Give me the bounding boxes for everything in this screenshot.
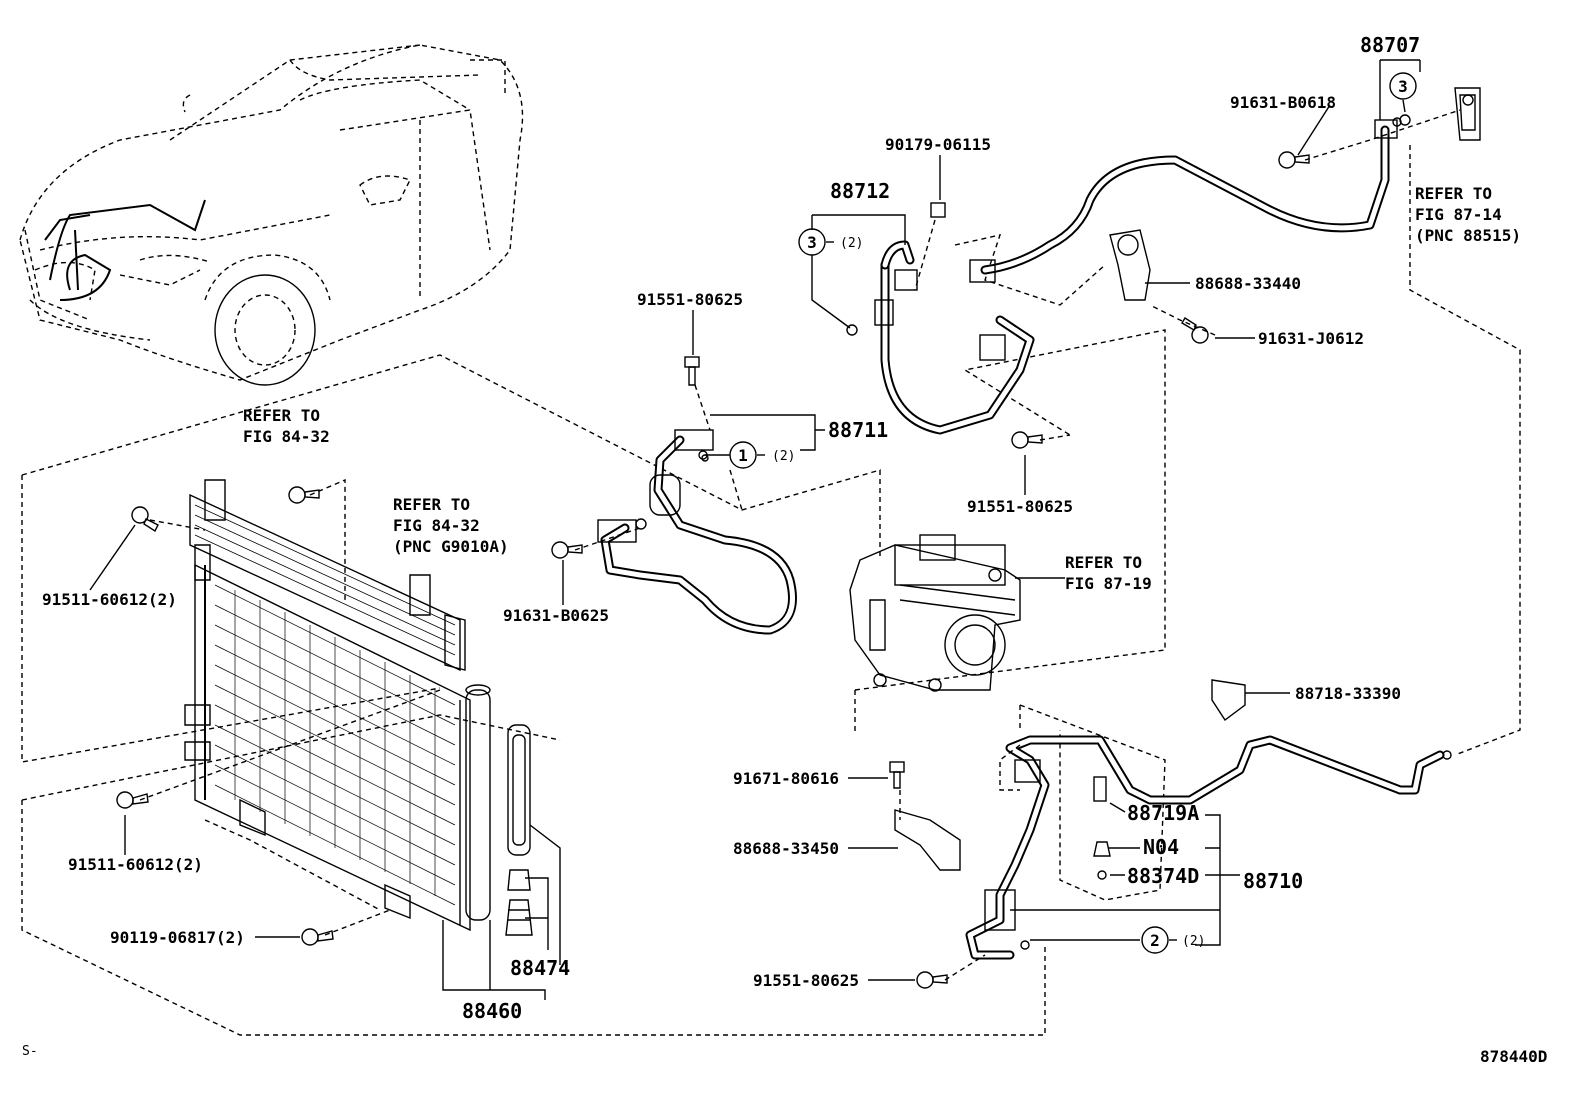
svg-text:(PNC 88515): (PNC 88515) <box>1415 226 1521 245</box>
svg-text:(2): (2) <box>1182 934 1205 949</box>
label-91511-60612-upper: 91511-60612(2) <box>42 590 177 609</box>
diagram-code: 878440D <box>1480 1047 1547 1066</box>
svg-text:(2): (2) <box>840 236 863 251</box>
bracket-88688-33450 <box>894 809 961 871</box>
svg-text:FIG 84-32: FIG 84-32 <box>393 516 480 535</box>
svg-text:REFER TO: REFER TO <box>1065 553 1142 572</box>
dryer-88474 <box>505 724 533 936</box>
callout-1: 1 (2) <box>729 441 795 469</box>
svg-text:3: 3 <box>807 233 817 252</box>
refer-to-87-14: REFER TO FIG 87-14 (PNC 88515) <box>1415 184 1521 245</box>
svg-text:3: 3 <box>1398 77 1408 96</box>
label-88718-33390: 88718-33390 <box>1295 684 1401 703</box>
compressor <box>849 534 1021 692</box>
group-enclosure-lines <box>21 145 1521 1036</box>
clamp-88718 <box>1211 679 1246 722</box>
refer-to-87-19: REFER TO FIG 87-19 <box>1065 553 1152 593</box>
svg-text:REFER TO: REFER TO <box>393 495 470 514</box>
callout-2: 2 (2) <box>1141 926 1205 954</box>
label-88688-33440: 88688-33440 <box>1195 274 1301 293</box>
vehicle-ac-piping <box>44 199 206 301</box>
label-88474: 88474 <box>510 956 570 980</box>
label-90119-06817: 90119-06817(2) <box>110 928 245 947</box>
condenser-88460 <box>184 544 491 932</box>
label-91631-B0618: 91631-B0618 <box>1230 93 1336 112</box>
svg-text:1: 1 <box>738 446 748 465</box>
label-91551-80625-bottom: 91551-80625 <box>753 971 859 990</box>
svg-text:FIG 87-14: FIG 87-14 <box>1415 205 1502 224</box>
label-88710: 88710 <box>1243 869 1303 893</box>
expansion-valve <box>1454 87 1481 141</box>
vehicle-wheel <box>204 254 331 386</box>
leader-lines <box>89 59 1421 1000</box>
bolts <box>116 114 1411 989</box>
label-88688-33450: 88688-33450 <box>733 839 839 858</box>
label-88460: 88460 <box>462 999 522 1023</box>
label-88712: 88712 <box>830 179 890 203</box>
hose-88712 <box>874 240 1035 435</box>
footer-left-mark: S- <box>22 1044 38 1059</box>
vehicle-illustration <box>19 44 524 381</box>
svg-text:FIG 87-19: FIG 87-19 <box>1065 574 1152 593</box>
dashed-connectors <box>139 109 1461 981</box>
refer-to-84-32-b: REFER TO FIG 84-32 (PNC G9010A) <box>393 495 509 556</box>
callout-3-b: 3 <box>1389 72 1417 113</box>
svg-text:2: 2 <box>1150 931 1160 950</box>
label-91551-80625-top: 91551-80625 <box>637 290 743 309</box>
label-91631-J0612: 91631-J0612 <box>1258 329 1364 348</box>
label-88711: 88711 <box>828 418 888 442</box>
label-N04: N04 <box>1143 835 1179 859</box>
svg-text:(2): (2) <box>772 449 795 464</box>
pipe-88710 <box>965 735 1452 960</box>
label-88707: 88707 <box>1360 33 1420 57</box>
pipe-88707 <box>969 117 1402 283</box>
svg-text:REFER TO: REFER TO <box>1415 184 1492 203</box>
callout-3-a: 3 (2) <box>798 228 863 256</box>
part-labels: 88707 91631-B0618 90179-06115 88712 8868… <box>42 33 1420 1023</box>
bracket-88688-33440 <box>1109 229 1151 301</box>
radiator-frame <box>189 479 466 672</box>
label-91551-80625-mid: 91551-80625 <box>967 497 1073 516</box>
label-91631-B0625: 91631-B0625 <box>503 606 609 625</box>
refer-to-84-32-a: REFER TO FIG 84-32 <box>243 406 330 446</box>
label-88374D: 88374D <box>1127 864 1199 888</box>
svg-text:(PNC G9010A): (PNC G9010A) <box>393 537 509 556</box>
label-91511-60612-lower: 91511-60612(2) <box>68 855 203 874</box>
label-91671-80616: 91671-80616 <box>733 769 839 788</box>
svg-text:FIG 84-32: FIG 84-32 <box>243 427 330 446</box>
svg-text:REFER TO: REFER TO <box>243 406 320 425</box>
hose-88711 <box>597 429 797 635</box>
label-88719A: 88719A <box>1127 801 1199 825</box>
label-90179-06115: 90179-06115 <box>885 135 991 154</box>
